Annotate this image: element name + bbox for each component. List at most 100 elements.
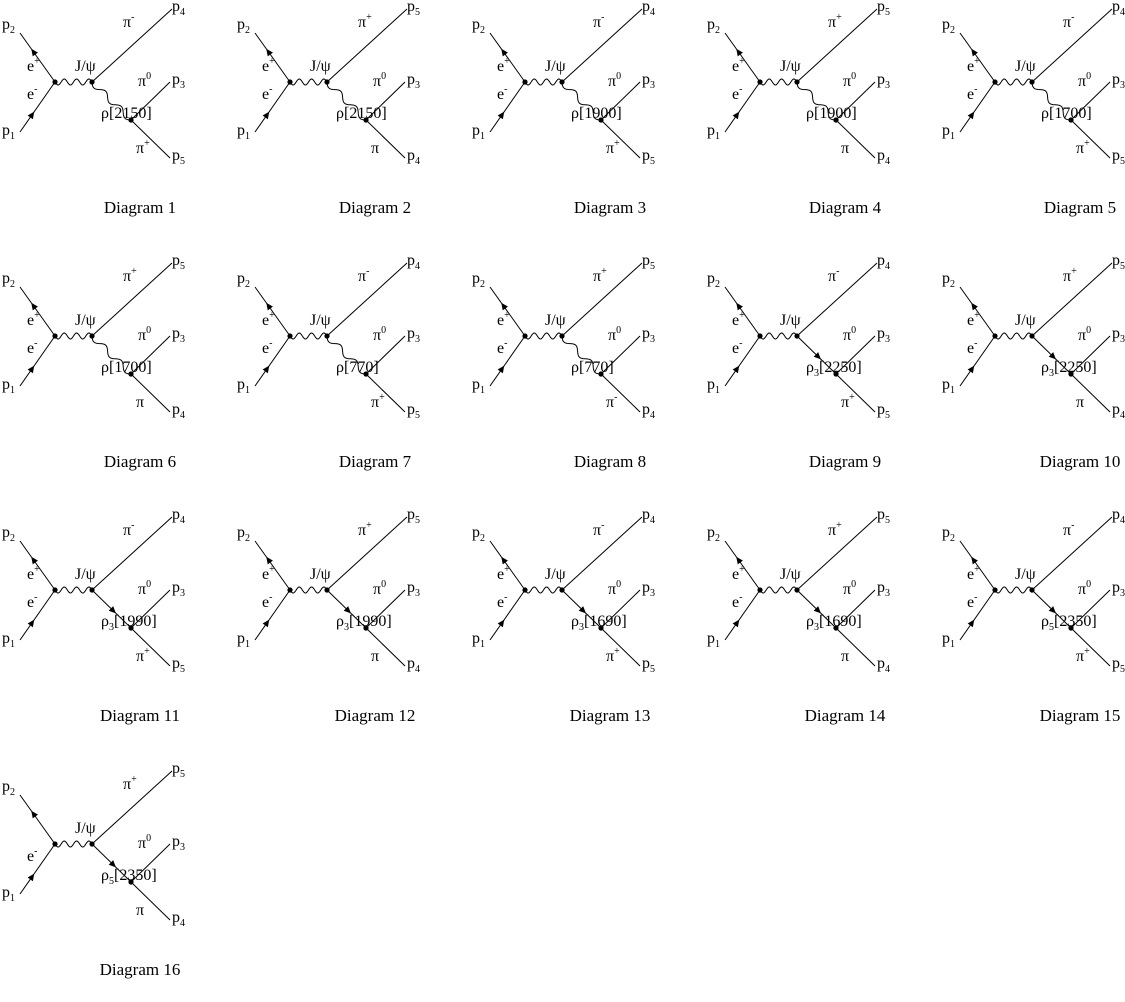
pi0-line bbox=[1070, 589, 1111, 629]
resonance-propagator bbox=[561, 81, 602, 121]
lower-pion-label: π bbox=[371, 140, 379, 157]
electron-label: e- bbox=[967, 84, 977, 103]
vertex bbox=[794, 587, 800, 593]
momentum-label-p3: p3 bbox=[172, 325, 185, 345]
resonance-label: ρ3[1990] bbox=[336, 613, 392, 633]
electron-label: e- bbox=[732, 84, 742, 103]
positron-arrow bbox=[736, 556, 743, 565]
momentum-label-p3: p3 bbox=[407, 579, 420, 599]
resonance-arrow bbox=[108, 860, 116, 868]
jpsi-propagator bbox=[289, 586, 328, 594]
momentum-label-p2: p2 bbox=[2, 778, 15, 798]
vertex bbox=[559, 587, 565, 593]
resonance-propagator bbox=[91, 81, 132, 121]
upper-pion-label: π+ bbox=[358, 12, 372, 31]
momentum-label-p1: p1 bbox=[942, 376, 955, 396]
resonance-propagator bbox=[326, 81, 367, 121]
upper-pion-label: π- bbox=[1063, 12, 1074, 31]
lower-momentum-label: p4 bbox=[172, 401, 185, 421]
lower-pion-label: π- bbox=[606, 392, 617, 411]
momentum-label-p1: p1 bbox=[942, 122, 955, 142]
positron-line bbox=[19, 32, 56, 83]
vertex bbox=[89, 333, 95, 339]
resonance-propagator bbox=[326, 335, 367, 375]
vertex bbox=[833, 117, 839, 123]
momentum-label-p3: p3 bbox=[172, 833, 185, 853]
electron-arrow bbox=[497, 111, 505, 120]
vertex bbox=[128, 879, 134, 885]
momentum-label-p2: p2 bbox=[707, 270, 720, 290]
vertex bbox=[757, 79, 763, 85]
momentum-label-p1: p1 bbox=[2, 630, 15, 650]
electron-arrow bbox=[27, 873, 35, 882]
pi0-label: π0 bbox=[373, 71, 386, 90]
positron-line bbox=[724, 286, 761, 337]
lower-pion-label: π bbox=[371, 648, 379, 665]
resonance-label: ρ[770] bbox=[571, 359, 614, 376]
lower-pion-label: π+ bbox=[1076, 646, 1090, 665]
resonance-label: ρ[1700] bbox=[1041, 105, 1092, 122]
momentum-label-p2: p2 bbox=[237, 16, 250, 36]
electron-line bbox=[19, 335, 56, 387]
pi0-line bbox=[365, 589, 406, 629]
upper-pion-label: π+ bbox=[828, 12, 842, 31]
electron-label: e- bbox=[27, 84, 37, 103]
momentum-label-p3: p3 bbox=[1112, 71, 1125, 91]
positron-arrow bbox=[501, 556, 508, 565]
lower-pion-label: π+ bbox=[841, 392, 855, 411]
momentum-label-p2: p2 bbox=[2, 524, 15, 544]
positron-line bbox=[489, 286, 526, 337]
pi0-label: π0 bbox=[843, 325, 856, 344]
resonance-label: ρ[1700] bbox=[101, 359, 152, 376]
diagram-caption: Diagram 10 bbox=[1039, 452, 1121, 471]
lower-pion-line bbox=[130, 373, 171, 413]
lower-momentum-label: p5 bbox=[642, 147, 655, 167]
pi0-label: π0 bbox=[373, 579, 386, 598]
lower-pion-line bbox=[365, 373, 406, 413]
pi0-label: π0 bbox=[138, 579, 151, 598]
vertex bbox=[52, 79, 58, 85]
pi0-label: π0 bbox=[608, 325, 621, 344]
upper-pion-label: π- bbox=[1063, 520, 1074, 539]
pi0-label: π0 bbox=[1078, 71, 1091, 90]
lower-pion-label: π bbox=[841, 140, 849, 157]
electron-label: e- bbox=[27, 846, 37, 865]
momentum-label-p2: p2 bbox=[942, 270, 955, 290]
positron-line bbox=[254, 540, 291, 591]
resonance-arrow bbox=[108, 606, 116, 614]
electron-label: e- bbox=[732, 338, 742, 357]
diagram-caption: Diagram 12 bbox=[334, 706, 416, 725]
lower-pion-line bbox=[835, 119, 876, 159]
momentum-label-p2: p2 bbox=[707, 524, 720, 544]
upper-pion-label: π- bbox=[358, 266, 369, 285]
diagram-caption: Diagram 9 bbox=[808, 452, 882, 471]
upper-pion-line bbox=[796, 516, 878, 591]
upper-pion-line bbox=[91, 8, 173, 83]
momentum-label-p1: p1 bbox=[2, 376, 15, 396]
resonance-propagator bbox=[91, 335, 132, 375]
jpsi-propagator bbox=[759, 332, 798, 340]
upper-momentum-label: p5 bbox=[172, 252, 185, 272]
vertex bbox=[89, 79, 95, 85]
upper-momentum-label: p5 bbox=[642, 252, 655, 272]
resonance-arrow bbox=[813, 606, 821, 614]
momentum-label-p3: p3 bbox=[642, 579, 655, 599]
jpsi-label: J/ψ bbox=[310, 566, 331, 583]
momentum-label-p2: p2 bbox=[237, 524, 250, 544]
vertex bbox=[992, 333, 998, 339]
upper-momentum-label: p5 bbox=[407, 0, 420, 18]
